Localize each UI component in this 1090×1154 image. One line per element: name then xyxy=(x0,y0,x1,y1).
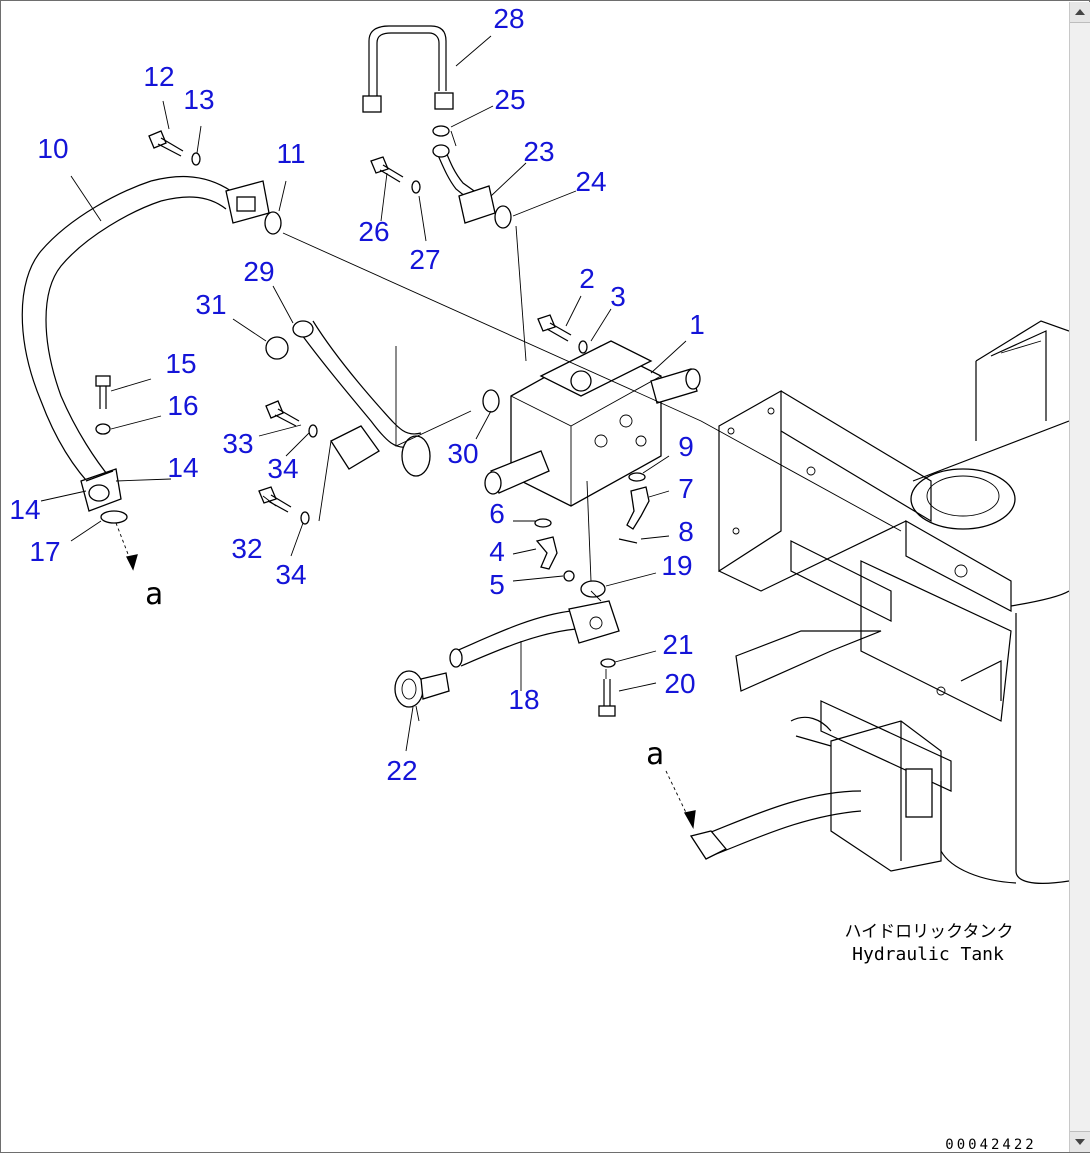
callout-1: 1 xyxy=(689,309,705,340)
callout-27: 27 xyxy=(409,244,440,275)
pipe-18 xyxy=(449,600,620,668)
callout-13: 13 xyxy=(183,84,214,115)
callout-6: 6 xyxy=(489,498,505,529)
callout-29: 29 xyxy=(243,256,274,287)
hydraulic-tank xyxy=(910,320,1069,884)
scroll-down-button[interactable] xyxy=(1070,1131,1090,1152)
callout-11: 11 xyxy=(276,138,305,169)
pipe-29 xyxy=(292,320,431,477)
callout-pointers xyxy=(40,35,687,752)
callout-25: 25 xyxy=(494,84,525,115)
callout-8: 8 xyxy=(678,516,694,547)
callout-28: 28 xyxy=(493,3,524,34)
callout-14-left: 14 xyxy=(9,494,40,525)
callout-2: 2 xyxy=(579,263,595,294)
scroll-up-button[interactable] xyxy=(1070,2,1090,23)
drawing-number: 00042422 xyxy=(945,1137,1036,1153)
callout-15: 15 xyxy=(165,348,196,379)
view-arrow-a-lower xyxy=(665,770,696,830)
tank-label-en: Hydraulic Tank xyxy=(852,944,1004,965)
pipe-28 xyxy=(362,25,454,113)
callout-24: 24 xyxy=(575,166,606,197)
callout-16: 16 xyxy=(167,390,198,421)
callout-7: 7 xyxy=(678,473,694,504)
exploded-parts-diagram: 1 2 3 4 5 6 7 8 9 10 11 12 13 14 14 15 1… xyxy=(9,3,1069,1153)
callout-34-upper: 34 xyxy=(267,453,298,484)
elbow-23 xyxy=(432,144,496,224)
pump-assembly xyxy=(689,716,942,872)
callout-5: 5 xyxy=(489,569,505,600)
tank-label-jp: ハイドロリックタンク xyxy=(845,922,1014,942)
callout-3: 3 xyxy=(610,281,626,312)
callout-30: 30 xyxy=(447,438,478,469)
callout-9: 9 xyxy=(678,431,694,462)
callout-23: 23 xyxy=(523,136,554,167)
callout-19: 19 xyxy=(661,550,692,581)
callout-34-lower: 34 xyxy=(275,559,306,590)
view-marker-upper: a xyxy=(145,577,163,612)
callout-18: 18 xyxy=(508,684,539,715)
callout-22: 22 xyxy=(386,755,417,786)
callout-4: 4 xyxy=(489,536,505,567)
leader-lines xyxy=(282,130,902,679)
control-valve xyxy=(484,340,701,507)
arrow-up-icon xyxy=(1075,9,1085,15)
arrow-down-icon xyxy=(1075,1139,1085,1145)
callout-33: 33 xyxy=(222,428,253,459)
clamp-22 xyxy=(394,670,450,722)
callout-labels: 1 2 3 4 5 6 7 8 9 10 11 12 13 14 14 15 1… xyxy=(9,3,704,786)
frame-bracket xyxy=(718,389,1012,792)
callout-10: 10 xyxy=(37,133,68,164)
callout-20: 20 xyxy=(664,668,695,699)
callout-17: 17 xyxy=(29,536,60,567)
vertical-scrollbar[interactable] xyxy=(1069,2,1090,1152)
callout-31: 31 xyxy=(195,289,226,320)
view-marker-lower: a xyxy=(646,737,664,772)
callout-14-right: 14 xyxy=(167,452,198,483)
callout-32: 32 xyxy=(231,533,262,564)
suction-hose xyxy=(21,176,270,512)
small-parts xyxy=(85,125,650,717)
callout-12: 12 xyxy=(143,61,174,92)
view-arrow-a-upper xyxy=(115,522,138,571)
callout-21: 21 xyxy=(662,629,693,660)
callout-26: 26 xyxy=(358,216,389,247)
